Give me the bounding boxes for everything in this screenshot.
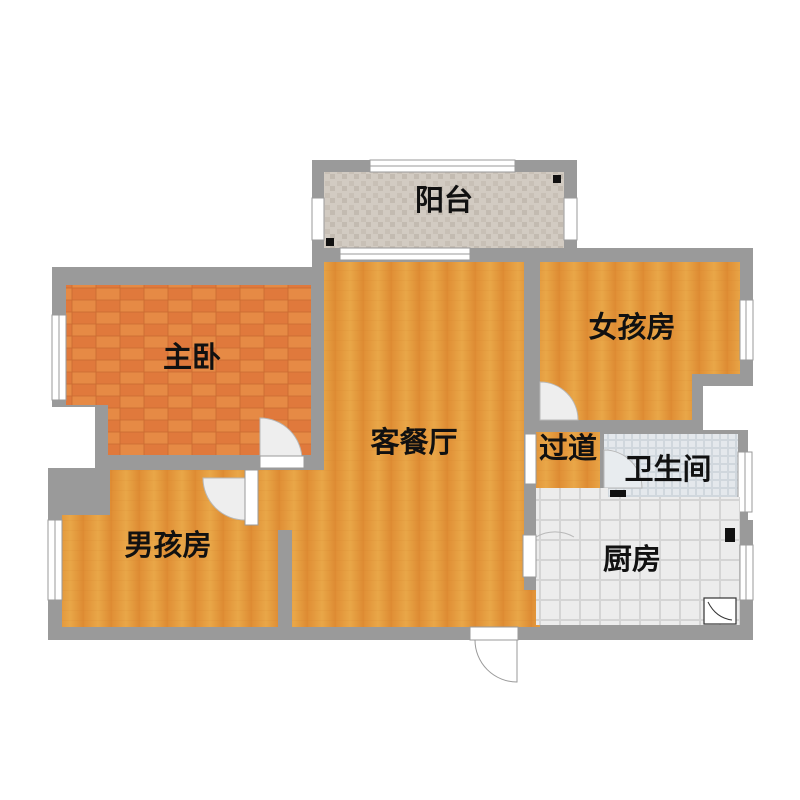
kitchen-label: 厨房 xyxy=(603,542,661,576)
balcony-label: 阳台 xyxy=(415,183,473,217)
girls-room xyxy=(539,262,754,430)
balcony xyxy=(311,159,578,260)
door-frame xyxy=(244,469,259,526)
door-swing xyxy=(202,477,246,521)
boys-room-label: 男孩房 xyxy=(124,528,211,562)
living-dining-room xyxy=(244,247,540,683)
girls-room-label: 女孩房 xyxy=(588,310,675,344)
stove-icon xyxy=(703,597,737,625)
pillar xyxy=(553,175,561,183)
room-labels: 阳台 主卧 客餐厅 女孩房 过道 卫生间 男孩房 厨房 xyxy=(124,183,711,576)
window xyxy=(563,197,578,241)
bathroom-label: 卫生间 xyxy=(624,452,711,486)
corridor xyxy=(524,432,600,488)
pillar xyxy=(725,528,735,542)
kitchen xyxy=(522,488,754,625)
window xyxy=(311,197,325,241)
door-swing xyxy=(603,449,643,489)
door-swing xyxy=(259,417,305,469)
living-dining-label: 客餐厅 xyxy=(370,425,457,459)
wall-notch xyxy=(703,386,753,430)
entrance-door xyxy=(469,626,519,683)
corridor-label: 过道 xyxy=(539,431,597,465)
master-bedroom xyxy=(51,285,311,469)
pillar xyxy=(326,238,334,246)
door-frame xyxy=(524,433,537,485)
boys-room xyxy=(47,470,278,627)
door-frame xyxy=(522,534,537,578)
master-bedroom-label: 主卧 xyxy=(163,340,221,374)
door-swing xyxy=(539,381,579,421)
